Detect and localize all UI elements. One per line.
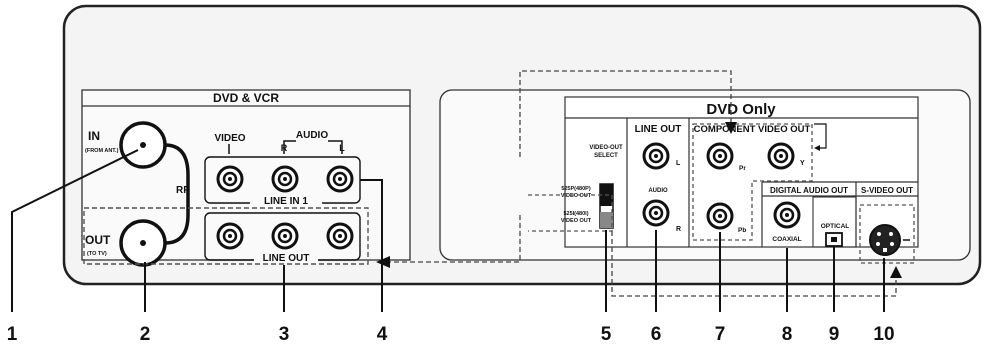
rf-bridge [164,143,190,245]
callout-1: 1 [7,324,18,345]
video-out-select-label: VIDEO-OUT [589,145,623,151]
component-pr-jack [706,142,734,170]
audio-bracket [283,140,343,154]
switch-525p-label: 525P(480P) [561,186,591,192]
dvd-line-out-r-jack [642,199,670,227]
vcr-line-out-audio-r-jack [271,222,299,250]
dvd-line-out-label: LINE OUT [635,124,682,135]
component-bracket [814,123,827,149]
callout-9: 9 [829,324,840,345]
dvd-line-out-audio-label: AUDIO [648,188,668,194]
callout-10: 10 [873,324,894,345]
rf-out-sublabel: (TO TV) [87,251,107,257]
callout-4: 4 [377,324,388,345]
component-video-out-label: COMPONENT VIDEO OUT [694,124,811,135]
rf-out-label: OUT [85,233,111,247]
dvd-line-out-r-label: R [676,226,681,233]
coaxial-jack [773,201,801,229]
vcr-output-highlight [83,207,369,265]
component-highlight [692,123,813,241]
callout-3: 3 [279,324,290,345]
s-video-out-label: S-VIDEO OUT [861,186,913,195]
callout-numbers: 1 2 3 4 5 6 7 8 9 10 [7,324,895,345]
component-y-label: Y [800,160,805,167]
connector-lines [390,70,897,297]
coaxial-label: COAXIAL [772,236,801,243]
s-video-jack [869,224,901,256]
callout-6: 6 [651,324,662,345]
line-in-audio-l-jack [326,165,354,193]
callout-5: 5 [601,324,612,345]
rf-in-jack [119,121,167,169]
callout-leaders [11,149,885,312]
optical-jack [825,232,843,247]
audio-group-label: AUDIO [296,130,328,141]
component-pb-jack [706,202,734,230]
video-out-select-label-2: SELECT [594,153,618,159]
callout-8: 8 [782,324,793,345]
rf-out-jack [119,219,167,267]
line-in-video-jack [216,165,244,193]
arrow-to-component [725,122,737,134]
switch-highlight [528,194,613,232]
digital-audio-out-label: DIGITAL AUDIO OUT [770,186,848,195]
dvd-only-panel: DVD Only VIDEO-OUT SELECT 525P(480P) VID… [439,89,971,264]
rf-label: RF [176,185,189,196]
rf-in-sublabel: (FROM ANT.) [85,148,119,154]
callout-2: 2 [140,324,151,345]
component-pr-label: Pr [739,165,746,172]
vcr-line-out-video-jack [216,222,244,250]
dvd-vcr-panel: DVD & VCR IN (FROM ANT.) RF OUT (TO TV) … [81,89,411,267]
audio-r-label: R [281,143,288,153]
switch-525p-label-2: VIDEO OUT [561,193,592,199]
line-in-1-label: LINE IN 1 [264,196,308,207]
video-label: VIDEO [214,133,245,144]
component-y-jack [767,142,795,170]
component-pb-label: Pb [738,227,746,234]
optical-label: OPTICAL [821,223,850,230]
switch-525i-label-2: VIDEO OUT [561,218,592,224]
vcr-line-out-label: LINE OUT [263,253,310,264]
vcr-line-out-audio-l-jack [326,222,354,250]
line-in-audio-r-jack [271,165,299,193]
dvd-line-out-l-jack [642,142,670,170]
audio-l-label: L [339,143,345,153]
switch-525i-label: 525I(480I) [563,211,588,217]
callout-7: 7 [715,324,726,345]
rf-in-label: IN [88,129,100,143]
dvd-line-out-l-label: L [676,160,681,167]
dvd-only-title: DVD Only [706,101,776,118]
dvd-vcr-title: DVD & VCR [213,91,279,105]
arrow-to-s-video [890,266,902,278]
video-out-select-switch [599,183,614,229]
